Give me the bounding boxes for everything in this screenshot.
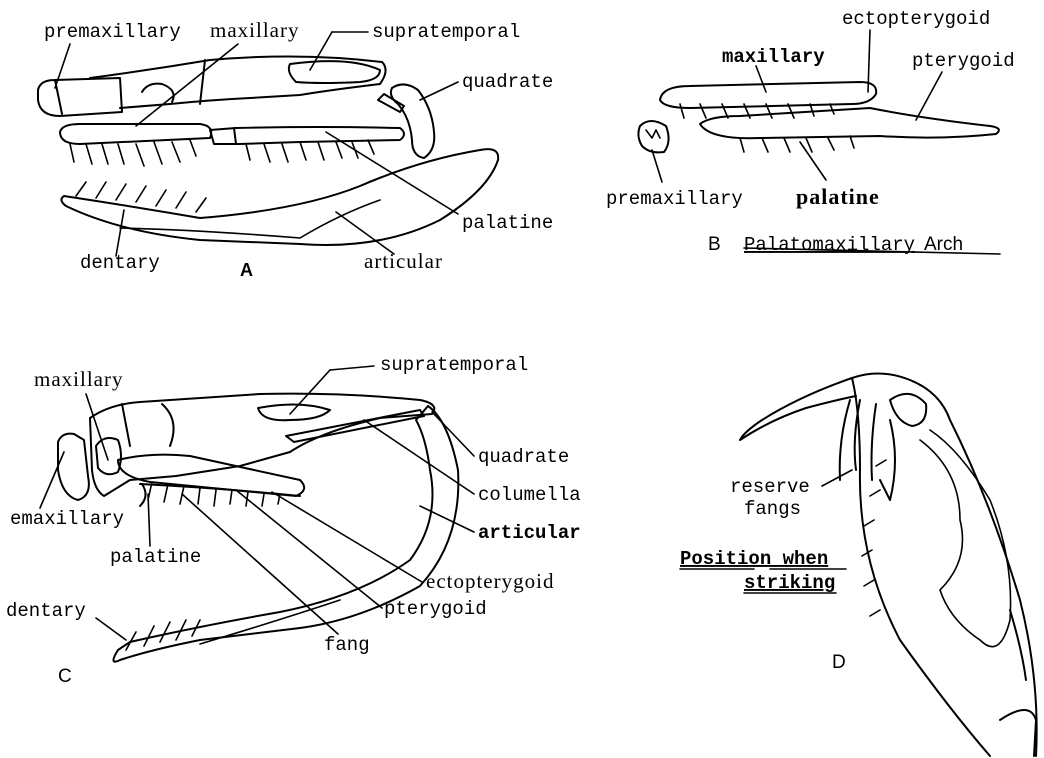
label-fang-c: fang bbox=[324, 634, 370, 656]
label-fangs: fangs bbox=[744, 498, 801, 520]
panel-letter-a: A bbox=[240, 260, 253, 280]
label-reserve: reserve bbox=[730, 476, 810, 498]
panel-d: reserve fangs Position when striking D bbox=[680, 373, 1037, 756]
panel-b-arch-drawing bbox=[638, 82, 999, 152]
panel-letter-d: D bbox=[832, 652, 846, 673]
label-emaxillary-c: emaxillary bbox=[10, 508, 124, 530]
label-ectopterygoid-c: ectopterygoid bbox=[426, 569, 554, 593]
label-palatine-b: palatine bbox=[796, 184, 880, 209]
label-dentary-a: dentary bbox=[80, 252, 160, 274]
label-maxillary-b: maxillary bbox=[722, 46, 825, 68]
label-position-when: Position when bbox=[680, 548, 828, 570]
caption-palatomaxillary: Palatomaxillary bbox=[744, 234, 915, 256]
label-articular-c: articular bbox=[478, 522, 581, 544]
label-striking: striking bbox=[744, 572, 835, 594]
label-premaxillary-b: premaxillary bbox=[606, 188, 743, 210]
label-quadrate-c: quadrate bbox=[478, 446, 569, 468]
panel-letter-b: B bbox=[708, 234, 721, 255]
panel-a-skull-drawing bbox=[38, 56, 498, 245]
label-articular-a: articular bbox=[364, 249, 443, 273]
label-pterygoid-c: pterygoid bbox=[384, 598, 487, 620]
label-ectopterygoid-b: ectopterygoid bbox=[842, 8, 990, 30]
label-dentary-c: dentary bbox=[6, 600, 86, 622]
label-columella-c: columella bbox=[478, 484, 581, 506]
panel-c: supratemporal maxillary quadrate columel… bbox=[6, 354, 581, 687]
label-supratemporal-a: supratemporal bbox=[372, 21, 520, 43]
label-supratemporal-c: supratemporal bbox=[380, 354, 528, 376]
label-maxillary-a: maxillary bbox=[210, 18, 299, 42]
label-palatine-c: palatine bbox=[110, 546, 201, 568]
label-pterygoid-b: pterygoid bbox=[912, 50, 1015, 72]
panel-a: premaxillary maxillary supratemporal qua… bbox=[38, 18, 553, 280]
panel-letter-c: C bbox=[58, 666, 72, 687]
panel-b: ectopterygoid maxillary pterygoid premax… bbox=[606, 8, 1015, 256]
label-maxillary-c: maxillary bbox=[34, 367, 123, 391]
label-quadrate-a: quadrate bbox=[462, 71, 553, 93]
label-premaxillary-a: premaxillary bbox=[44, 21, 181, 43]
label-palatine-a: palatine bbox=[462, 212, 553, 234]
